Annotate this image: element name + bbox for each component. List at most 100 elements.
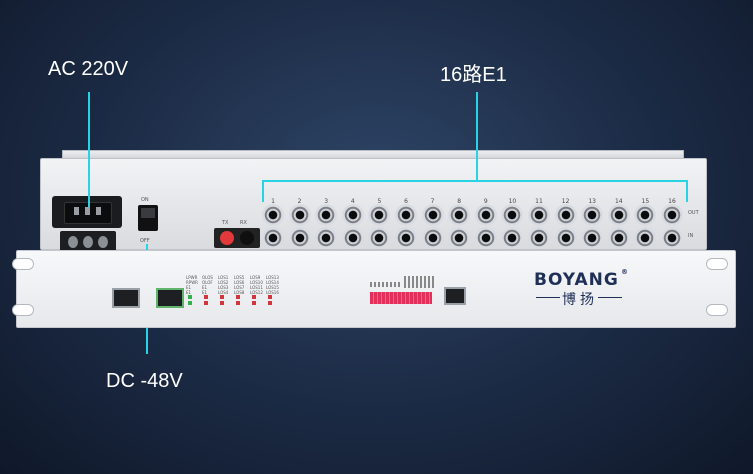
e1-port-number: 10 <box>508 198 517 205</box>
bnc-in-connector[interactable] <box>661 227 683 249</box>
bnc-in-connector[interactable] <box>341 227 364 249</box>
bnc-out-connector[interactable] <box>421 204 444 226</box>
bnc-in-connector[interactable] <box>474 227 497 249</box>
e1-callout-bracket <box>262 180 688 182</box>
e1-port-number: 6 <box>404 198 408 205</box>
brand-chinese-name: 博扬 <box>562 292 598 308</box>
rack-ear-slot-left-bottom <box>12 304 34 316</box>
led-label: OLOS <box>202 275 213 280</box>
dc-terminal-block[interactable] <box>60 231 116 253</box>
e1-16-label: 16路E1 <box>440 64 507 86</box>
bnc-out-connector[interactable] <box>368 204 391 226</box>
e1-port-number: 8 <box>457 198 462 205</box>
bnc-out-connector[interactable] <box>581 204 604 226</box>
e1-port-number: 11 <box>535 198 543 205</box>
e1-port-number: 14 <box>614 198 623 205</box>
bnc-in-connector[interactable] <box>262 227 284 249</box>
e1-port-number: 3 <box>324 198 329 205</box>
bnc-in-connector[interactable] <box>448 227 471 249</box>
bnc-out-connector[interactable] <box>341 204 364 226</box>
led-label: LOS3 <box>218 285 229 290</box>
bnc-in-connector[interactable] <box>501 227 524 249</box>
bnc-out-connector[interactable] <box>262 204 284 226</box>
switch-off-label: OFF <box>140 238 150 244</box>
bnc-out-connector[interactable] <box>395 204 417 226</box>
e1-in-connectors <box>262 227 692 249</box>
led-label: E1 <box>186 290 192 295</box>
status-led <box>188 301 192 305</box>
e1-callout-bracket-left <box>262 180 264 202</box>
ac-power-socket[interactable] <box>52 196 122 228</box>
e1-port-number: 4 <box>350 198 355 205</box>
e1-callout-line <box>476 92 478 180</box>
e1-port-number: 13 <box>588 198 596 205</box>
bnc-out-connector[interactable] <box>315 204 338 226</box>
status-led <box>188 295 192 299</box>
brand-rule-left <box>536 297 560 298</box>
led-label: LPWR <box>186 275 198 280</box>
status-led <box>220 295 224 299</box>
bnc-out-connector[interactable] <box>448 204 471 226</box>
led-label: E1 <box>186 285 192 290</box>
bnc-out-connector[interactable] <box>634 204 657 226</box>
tx-label: TX <box>222 220 229 226</box>
led-label: LOS8 <box>234 290 245 295</box>
bnc-in-connector[interactable] <box>421 227 444 249</box>
rack-ear-slot-right-bottom <box>706 304 728 316</box>
bnc-in-connector[interactable] <box>288 227 311 249</box>
led-label: RPWR <box>186 280 198 285</box>
led-label: LOS14 <box>266 280 279 285</box>
bnc-in-connector[interactable] <box>634 227 657 249</box>
bnc-out-connector[interactable] <box>288 204 311 226</box>
bnc-out-connector[interactable] <box>661 204 683 226</box>
rack-ear-slot-right-top <box>706 258 728 270</box>
led-label: LOS2 <box>218 280 229 285</box>
led-label: LOS12 <box>250 290 263 295</box>
led-label: LOS4 <box>218 290 229 295</box>
status-led <box>252 301 256 305</box>
bnc-out-connector[interactable] <box>528 204 550 226</box>
bnc-out-connector[interactable] <box>474 204 497 226</box>
status-led <box>204 301 208 305</box>
bnc-in-connector[interactable] <box>581 227 604 249</box>
led-label: LOS1 <box>218 275 229 280</box>
console-port[interactable] <box>444 287 466 305</box>
bnc-in-connector[interactable] <box>528 227 550 249</box>
e1-port-number: 16 <box>668 198 676 205</box>
registered-mark: ® <box>621 268 628 276</box>
bnc-in-connector[interactable] <box>554 227 577 249</box>
rj45-port-2[interactable] <box>156 288 184 308</box>
bnc-in-connector[interactable] <box>607 227 630 249</box>
dc-48v-label: DC -48V <box>106 370 183 392</box>
e1-port-number: 9 <box>483 198 488 205</box>
in-label: IN <box>688 233 694 239</box>
led-label: LOS11 <box>250 285 263 290</box>
e1-port-number: 15 <box>641 198 650 205</box>
led-label: LOS5 <box>234 275 245 280</box>
led-label: OLOF <box>202 280 213 285</box>
bnc-in-connector[interactable] <box>315 227 338 249</box>
e1-port-number: 12 <box>561 198 570 205</box>
led-label: LOS6 <box>234 280 245 285</box>
dip-switch-bank[interactable] <box>370 292 432 304</box>
switch-on-label: ON <box>141 197 149 203</box>
brand-logo: BOYANG <box>534 270 619 290</box>
rj45-port-1[interactable] <box>112 288 140 308</box>
e1-port-number: 2 <box>297 198 302 205</box>
bnc-in-connector[interactable] <box>395 227 417 249</box>
fiber-port[interactable] <box>214 228 260 248</box>
e1-port-number: 5 <box>377 198 382 205</box>
led-label: LOS15 <box>266 285 279 290</box>
out-label: OUT <box>688 210 699 216</box>
bnc-out-connector[interactable] <box>501 204 524 226</box>
bnc-out-connector[interactable] <box>554 204 577 226</box>
rack-ear-slot-left-top <box>12 258 34 270</box>
rx-label: RX <box>240 220 247 226</box>
bnc-out-connector[interactable] <box>607 204 630 226</box>
led-label: E1 <box>202 285 208 290</box>
power-switch[interactable] <box>138 205 158 231</box>
status-led <box>204 295 208 299</box>
bnc-in-connector[interactable] <box>368 227 391 249</box>
